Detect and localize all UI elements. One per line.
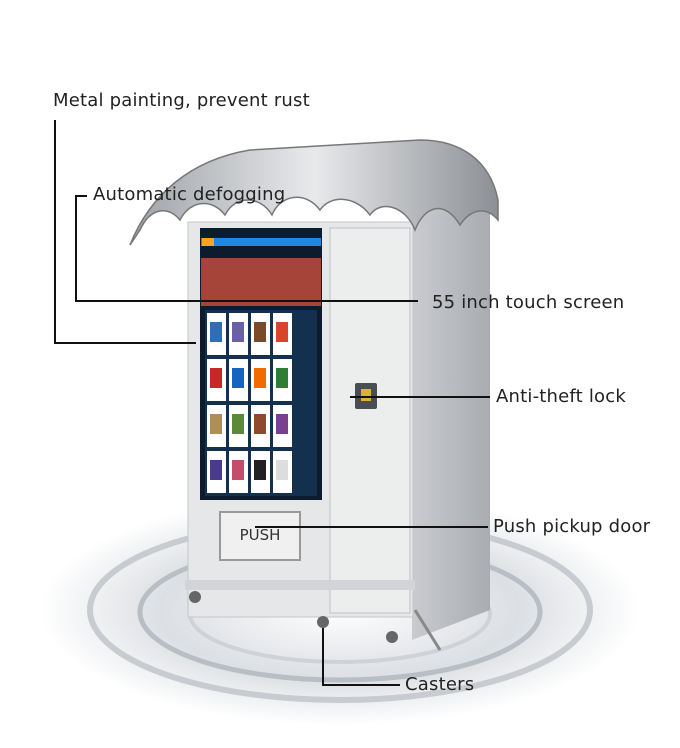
caster — [317, 616, 329, 628]
product-image — [276, 414, 288, 434]
caster — [386, 631, 398, 643]
product-image — [210, 368, 222, 388]
push-label: PUSH — [239, 526, 281, 544]
product-image — [276, 368, 288, 388]
product-image — [276, 322, 288, 342]
product-image — [232, 460, 244, 480]
product-image — [210, 460, 222, 480]
product-image — [210, 414, 222, 434]
label-anti-theft-lock: Anti-theft lock — [496, 386, 626, 407]
leader-line-door — [255, 526, 488, 528]
product-image — [254, 368, 266, 388]
product-image — [254, 460, 266, 480]
caster — [189, 591, 201, 603]
label-metal-painting: Metal painting, prevent rust — [53, 90, 310, 111]
push-pickup-door — [219, 511, 301, 561]
machine-side-door — [329, 227, 411, 614]
product-image — [276, 460, 288, 480]
product-image — [254, 414, 266, 434]
product-image — [210, 322, 222, 342]
label-touch-screen: 55 inch touch screen — [432, 292, 625, 313]
product-grid — [207, 313, 292, 493]
leader-line-lock — [350, 396, 490, 398]
machine-side-panel — [412, 190, 490, 640]
label-casters: Casters — [405, 674, 475, 695]
product-image — [254, 322, 266, 342]
label-automatic-defogging: Automatic defogging — [93, 184, 286, 205]
product-image — [232, 368, 244, 388]
label-push-pickup-door: Push pickup door — [493, 516, 651, 537]
product-image — [232, 322, 244, 342]
product-image — [232, 414, 244, 434]
rain-canopy — [129, 139, 499, 246]
